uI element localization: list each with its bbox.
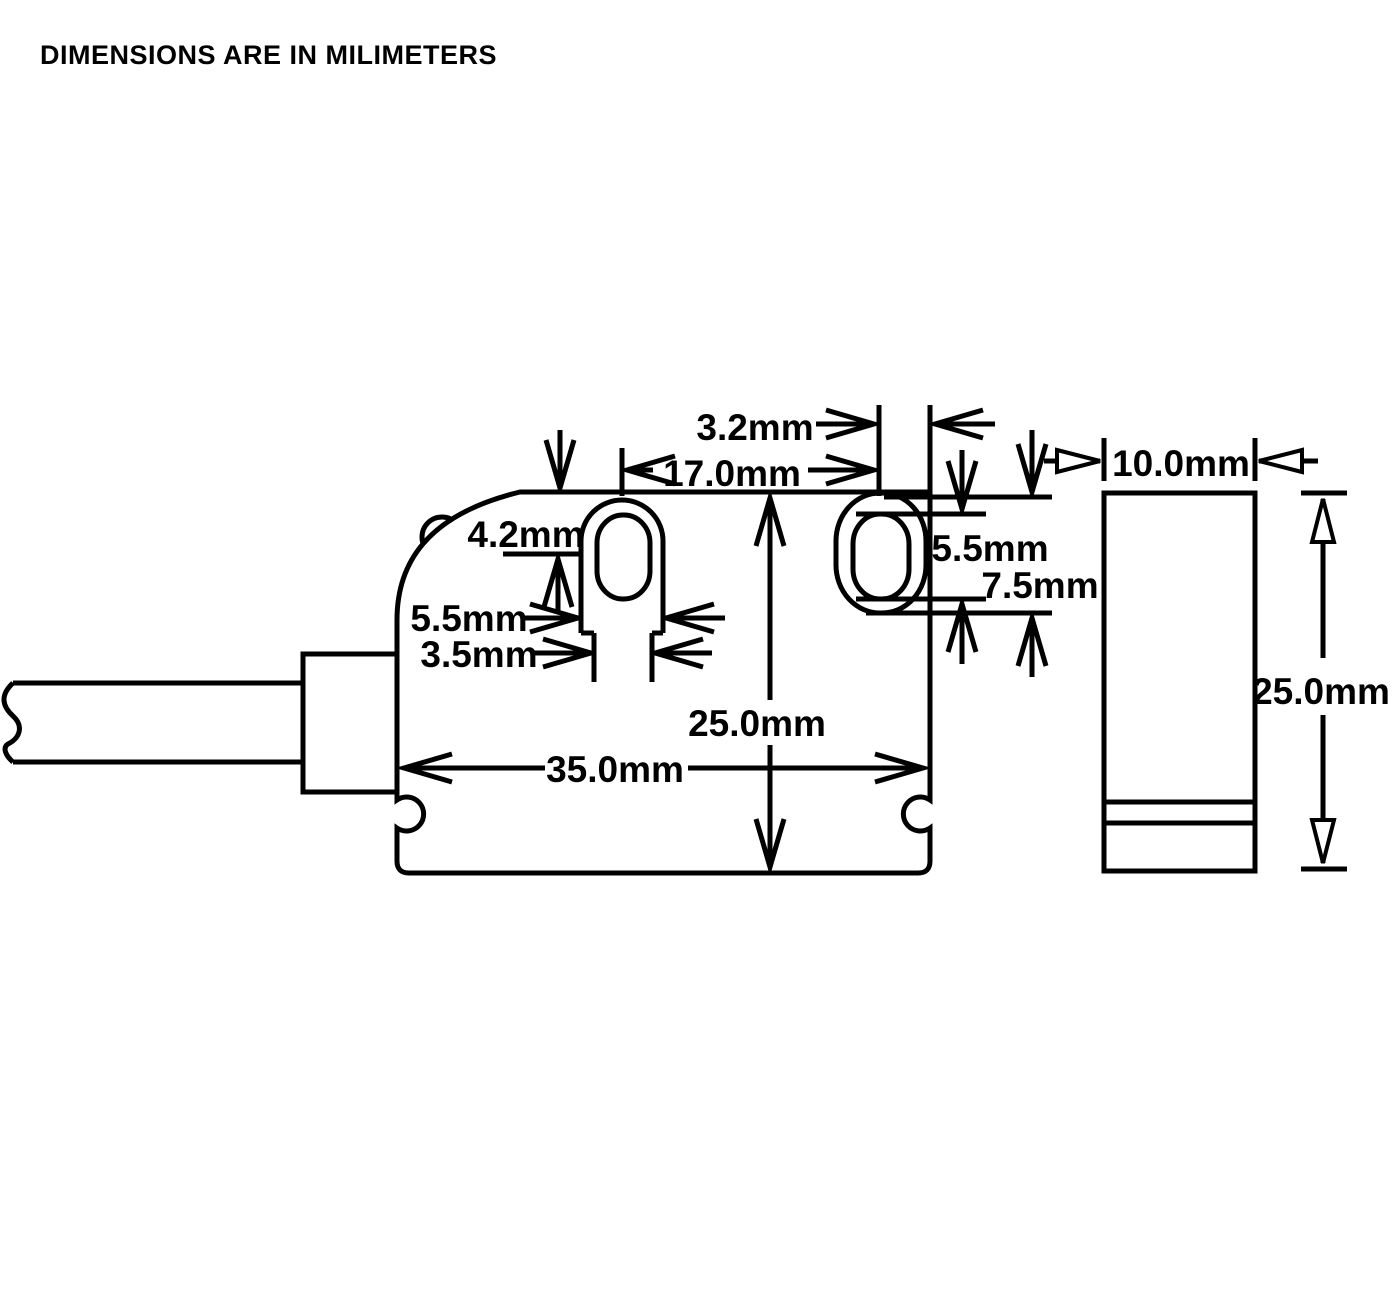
dim-5-5R-label: 5.5mm <box>931 528 1048 569</box>
dim-3-5-label: 3.5mm <box>420 634 537 675</box>
dim-slot-spacing: 17.0mm <box>627 453 874 494</box>
dim-17-label: 17.0mm <box>663 453 801 494</box>
dim-front-width: 35.0mm <box>404 749 923 790</box>
front-view <box>1 489 933 876</box>
front-view-dimensions: 3.2mm 17.0mm 4.2mm 5.5mm 3.5mm <box>404 405 1099 867</box>
front-body-outline <box>394 489 933 876</box>
dim-4-2-label: 4.2mm <box>467 514 584 555</box>
dim-left-slot-width: 5.5mm <box>410 598 725 639</box>
side-body-outline <box>1101 490 1258 874</box>
side-view <box>1101 490 1258 874</box>
dim-right-slot-inner-height: 5.5mm <box>931 450 1049 664</box>
left-slot-outer <box>578 497 666 633</box>
dim-channel-width: 3.5mm <box>420 634 712 675</box>
dim-35-label: 35.0mm <box>546 749 684 790</box>
dim-slot-top-offset: 4.2mm <box>467 430 585 614</box>
strain-relief <box>300 651 400 795</box>
dim-10-label: 10.0mm <box>1112 443 1250 484</box>
dim-25F-label: 25.0mm <box>688 703 826 744</box>
left-slot-inner <box>594 512 653 602</box>
mounting-slot-right <box>833 490 929 616</box>
dim-side-height: 25.0mm <box>1252 490 1390 872</box>
dim-side-width: 10.0mm <box>1044 438 1318 484</box>
dim-7-5-label: 7.5mm <box>981 565 1098 606</box>
side-view-dimensions: 10.0mm 25.0mm <box>1044 438 1390 872</box>
right-slot-inner <box>850 511 912 602</box>
dim-right-slot-outer-depth: 7.5mm <box>981 430 1099 677</box>
drawing-note: DIMENSIONS ARE IN MILIMETERS <box>40 40 497 70</box>
dim-5-5L-label: 5.5mm <box>410 598 527 639</box>
cable-break-squiggle <box>1 681 22 764</box>
dim-front-height: 25.0mm <box>688 498 826 867</box>
dim-25S-label: 25.0mm <box>1252 671 1390 712</box>
dim-slot-center-to-edge: 3.2mm <box>696 407 995 448</box>
dim-3-2-label: 3.2mm <box>696 407 813 448</box>
cable <box>1 680 303 765</box>
